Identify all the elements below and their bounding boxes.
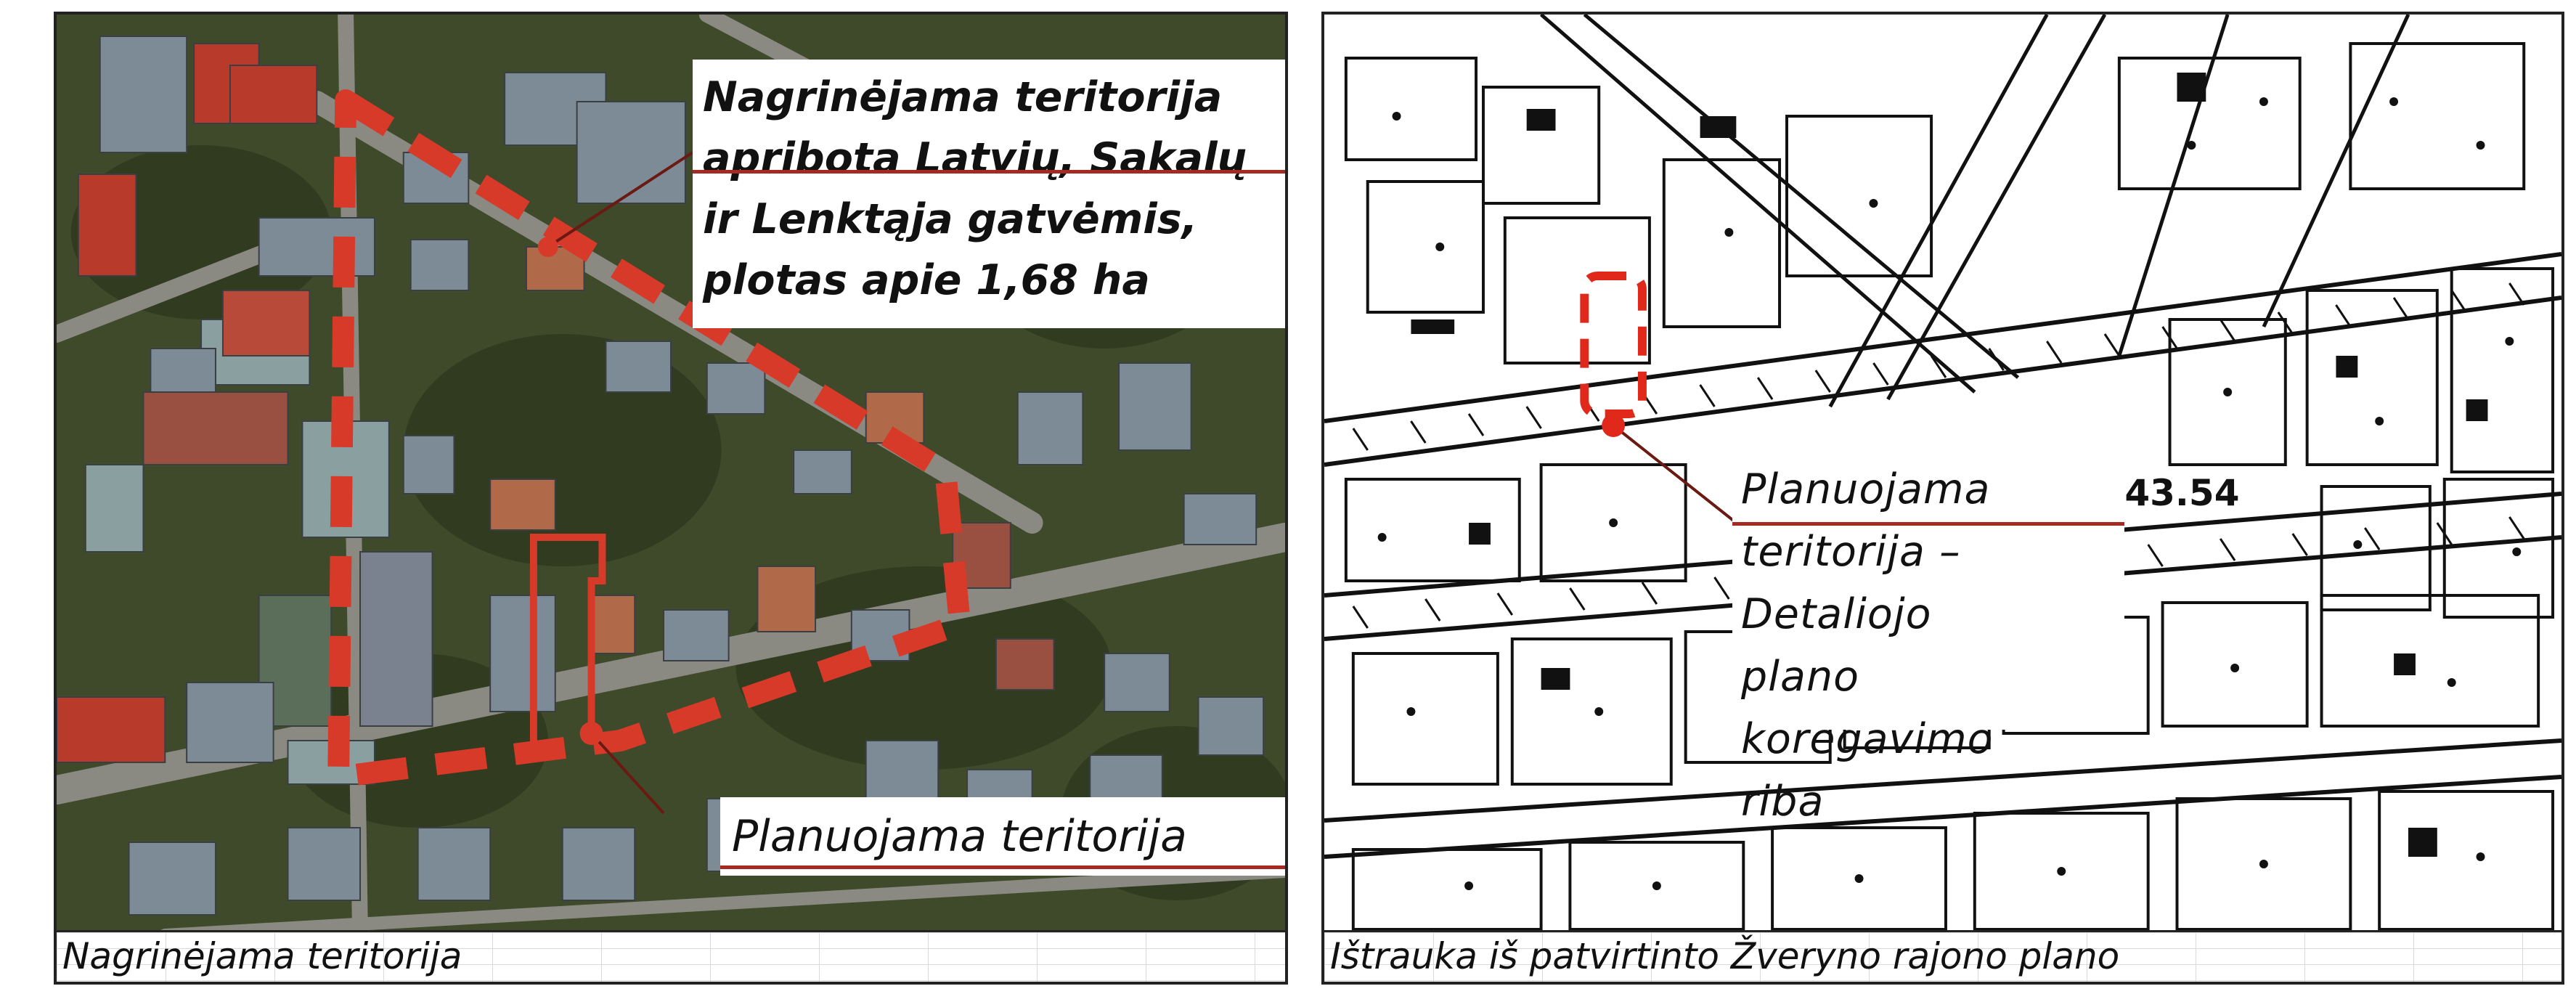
district-plan-panel: 09-43.54 Planuojama teritorija – Detalio… <box>1321 12 2564 985</box>
planned-marker <box>1602 414 1626 437</box>
planned-area-label: Planuojama teritorija <box>720 797 1285 876</box>
leader-lines <box>547 151 693 815</box>
aerial-map-panel: Nagrinėjama teritorija apribota Latvių, … <box>54 12 1288 985</box>
area-label-line-2: apribota Latvių, Sakalų <box>703 134 1247 182</box>
right-caption: Ištrauka iš patvirtinto Žveryno rajono p… <box>1330 935 2120 977</box>
left-caption: Nagrinėjama teritorija <box>62 935 462 977</box>
label-underline <box>693 170 1285 174</box>
planned-label-line-1: Planuojama <box>1741 465 1991 513</box>
area-boundary <box>327 89 971 788</box>
planned-label-text: Planuojama teritorija <box>732 811 1187 862</box>
label-underline <box>720 865 1285 869</box>
district-plan-map: 09-43.54 Planuojama teritorija – Detalio… <box>1324 15 2561 935</box>
right-caption-bar: Ištrauka iš patvirtinto Žveryno rajono p… <box>1324 930 2561 982</box>
planned-label-line-3: plano koregavimo <box>1741 653 1994 763</box>
planned-area-label: Planuojama teritorija – Detaliojo plano … <box>1732 454 2124 826</box>
area-label-line-4: plotas apie 1,68 ha <box>703 256 1150 304</box>
left-caption-bar: Nagrinėjama teritorija <box>57 930 1285 982</box>
planned-marker <box>579 722 603 745</box>
area-marker <box>537 237 558 257</box>
label-underline <box>1732 522 2124 526</box>
planned-label-line-2: teritorija – Detaliojo <box>1741 528 1961 638</box>
buildings <box>57 36 1265 916</box>
planned-label-line-4: riba <box>1741 778 1825 826</box>
area-label-line-1: Nagrinėjama teritorija <box>703 73 1223 121</box>
area-label-line-3: ir Lenktąja gatvėmis, <box>703 195 1198 243</box>
leader-line <box>1612 424 1737 524</box>
diagonal-roads <box>1539 15 2410 408</box>
aerial-map: Nagrinėjama teritorija apribota Latvių, … <box>57 15 1285 935</box>
area-description-label: Nagrinėjama teritorija apribota Latvių, … <box>693 60 1285 328</box>
planned-boundary <box>529 534 606 744</box>
